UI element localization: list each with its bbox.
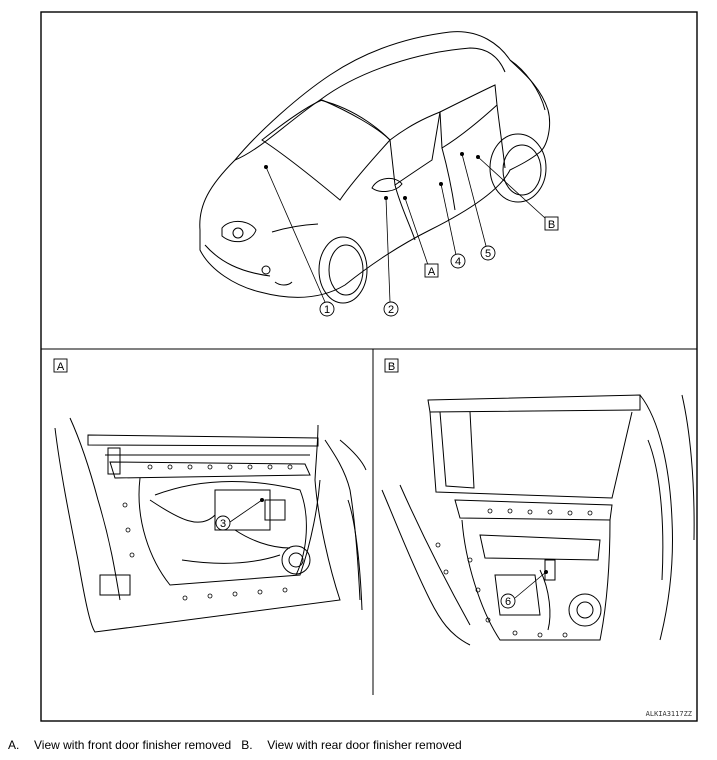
callout-4: 4 xyxy=(450,253,466,269)
svg-text:6: 6 xyxy=(505,596,511,608)
vehicle-overview xyxy=(199,31,551,304)
svg-text:A: A xyxy=(428,266,436,278)
svg-text:B: B xyxy=(548,219,555,231)
callout-1: 1 xyxy=(319,301,335,317)
svg-text:5: 5 xyxy=(485,248,491,260)
leader-line-3 xyxy=(229,497,264,523)
leader-line-6 xyxy=(514,570,549,599)
svg-text:1: 1 xyxy=(324,304,330,316)
view-marker-b-panel: B xyxy=(384,358,399,373)
legend-text-b: View with rear door finisher removed xyxy=(267,738,462,752)
view-marker-a-top: A xyxy=(424,263,439,278)
view-marker-a-panel: A xyxy=(53,358,68,373)
svg-text:A: A xyxy=(57,361,65,373)
callout-2: 2 xyxy=(383,301,399,317)
view-marker-b-top: B xyxy=(544,216,559,231)
front-door-holes xyxy=(122,464,293,601)
front-door-inner-panel xyxy=(54,417,367,633)
figure-frame xyxy=(40,11,698,722)
svg-text:4: 4 xyxy=(455,256,461,268)
svg-text:B: B xyxy=(388,361,395,373)
legend-key-b: B. xyxy=(241,738,253,752)
legend: A. View with front door finisher removed B… xyxy=(8,738,462,752)
rear-door-inner-panel xyxy=(381,394,695,646)
svg-text:3: 3 xyxy=(220,518,226,530)
figure-code: ALKIA3117ZZ xyxy=(646,710,692,718)
svg-text:2: 2 xyxy=(388,304,394,316)
rear-door-holes xyxy=(435,508,593,638)
legend-text-a: View with front door finisher removed xyxy=(34,738,232,752)
callout-6: 6 xyxy=(500,593,516,609)
callout-3: 3 xyxy=(215,515,231,531)
callout-5: 5 xyxy=(480,245,496,261)
legend-key-a: A. xyxy=(8,738,20,752)
leader-lines-top xyxy=(263,151,546,303)
